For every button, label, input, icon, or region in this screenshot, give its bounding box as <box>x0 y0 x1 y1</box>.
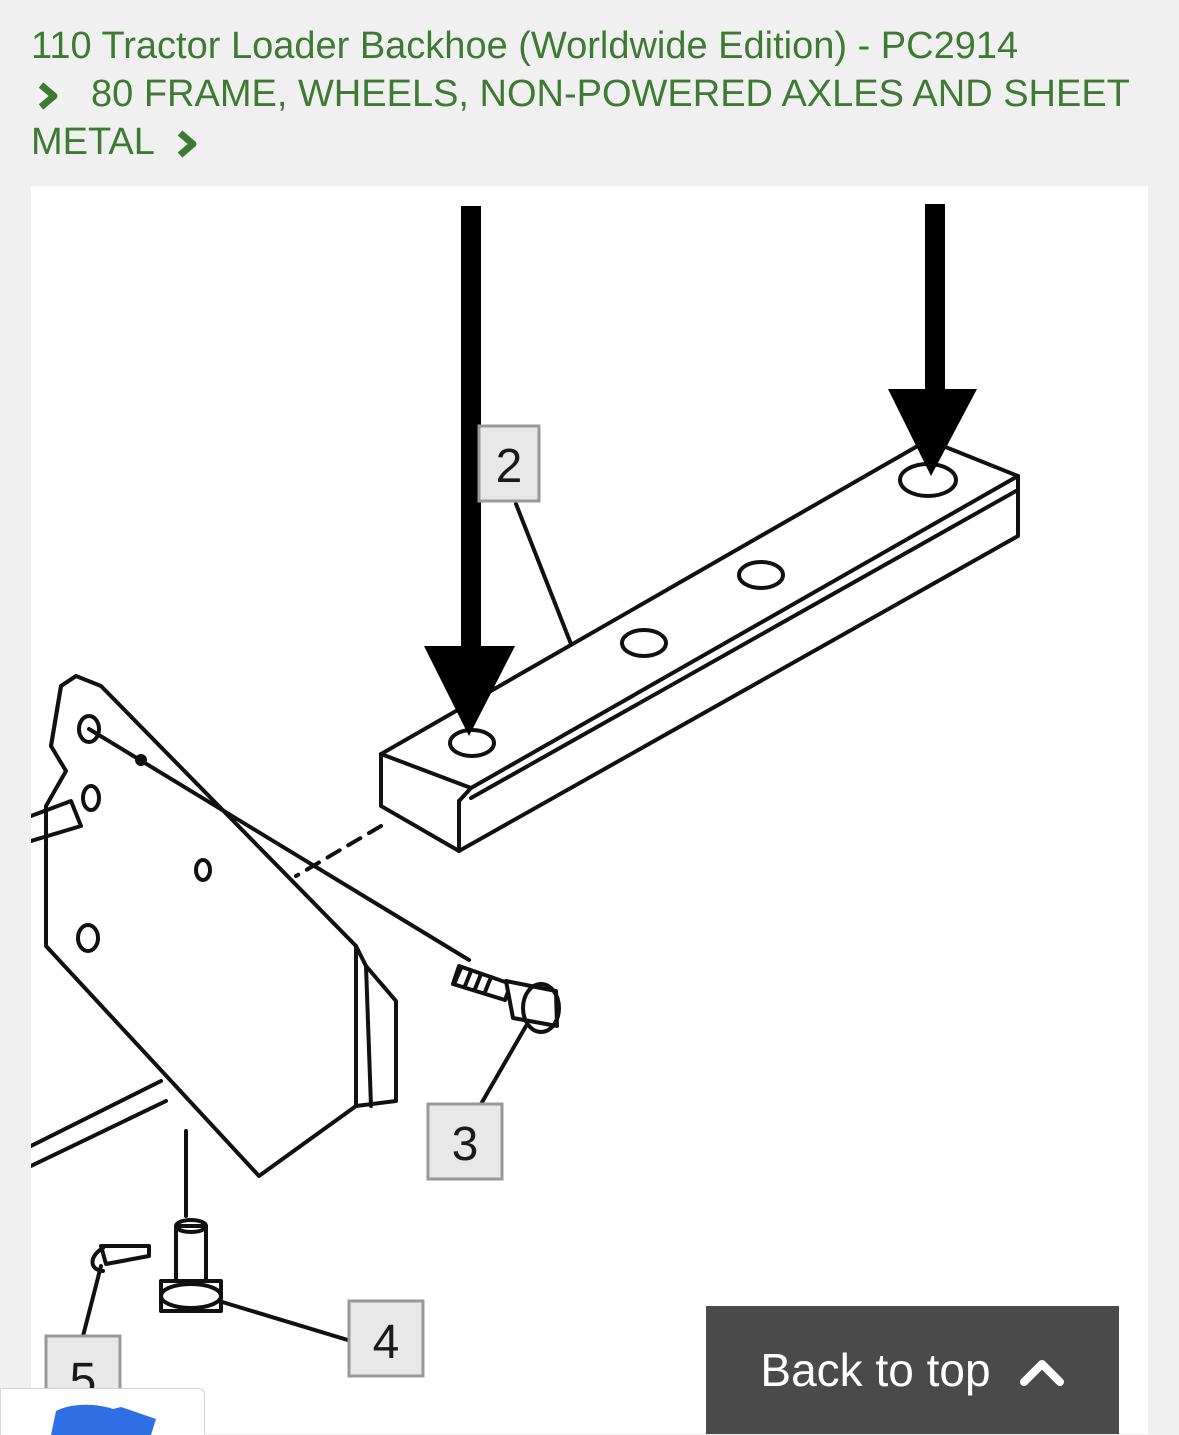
chevron-up-icon <box>1019 1343 1065 1397</box>
cotter-pin-part <box>90 1244 151 1273</box>
callout-2: 2 <box>477 424 541 503</box>
back-to-top-label: Back to top <box>760 1344 991 1396</box>
parts-diagram: 2 3 4 5 <box>31 186 1148 1434</box>
callout-3: 3 <box>426 1102 504 1181</box>
breadcrumb: 110 Tractor Loader Backhoe (Worldwide Ed… <box>31 22 1141 166</box>
arrow-left <box>424 206 515 736</box>
widget-logo-icon <box>51 1404 156 1435</box>
breadcrumb-model-link[interactable]: 110 Tractor Loader Backhoe (Worldwide Ed… <box>31 25 1019 67</box>
arrow-right <box>888 204 977 476</box>
chevron-right-icon <box>174 129 200 159</box>
bolt-part <box>451 964 561 1034</box>
breadcrumb-section-link[interactable]: 80 FRAME, WHEELS, NON-POWERED AXLES AND … <box>31 73 1130 163</box>
frame-bar-part <box>379 438 1020 853</box>
pin-part <box>159 1129 223 1313</box>
callout-2-label: 2 <box>496 440 523 493</box>
chevron-right-icon <box>35 81 61 111</box>
side-plate-part <box>31 674 398 1178</box>
callout-3-label: 3 <box>452 1118 479 1171</box>
callout-4-label: 4 <box>373 1316 400 1369</box>
callout-4: 4 <box>347 1299 425 1378</box>
floating-widget[interactable] <box>0 1388 205 1435</box>
back-to-top-button[interactable]: Back to top <box>706 1306 1119 1434</box>
